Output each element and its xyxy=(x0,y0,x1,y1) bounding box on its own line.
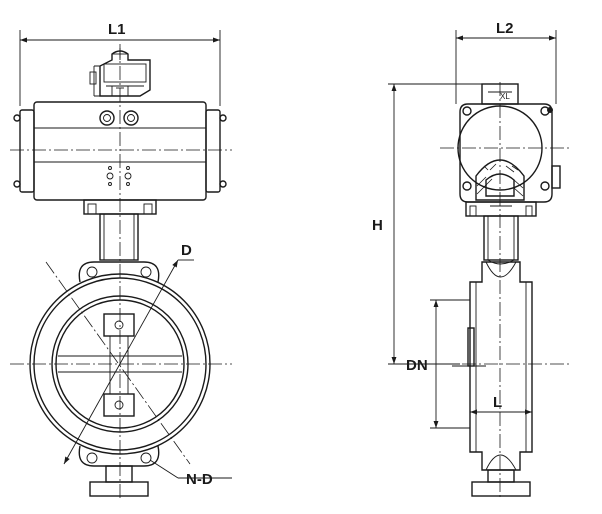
side-actuator xyxy=(457,103,561,203)
side-centerlines xyxy=(440,82,572,500)
switch-mark-icon: XL xyxy=(500,92,510,101)
label-l: L xyxy=(493,394,502,411)
label-nd: N-D xyxy=(186,471,213,488)
leader-nd xyxy=(149,459,232,479)
side-neck xyxy=(483,215,519,265)
dimension-dn xyxy=(430,299,470,429)
label-dn: DN xyxy=(406,357,428,374)
dimension-h xyxy=(388,83,484,365)
side-bracket xyxy=(465,201,537,217)
label-l2: L2 xyxy=(496,20,514,37)
label-d: D xyxy=(181,242,192,259)
dimension-l2 xyxy=(455,30,557,104)
mounting-holes-icon xyxy=(106,166,132,186)
side-view: XL xyxy=(372,20,572,500)
limit-switch-box xyxy=(89,48,151,97)
dimension-l1 xyxy=(19,30,221,106)
valve-neck xyxy=(99,213,139,261)
front-view: L1 D N-D xyxy=(10,21,232,500)
side-body xyxy=(452,261,533,497)
label-h: H xyxy=(372,217,383,234)
dimension-d xyxy=(63,259,194,465)
air-port-icon xyxy=(99,110,139,126)
label-l1: L1 xyxy=(108,21,126,38)
